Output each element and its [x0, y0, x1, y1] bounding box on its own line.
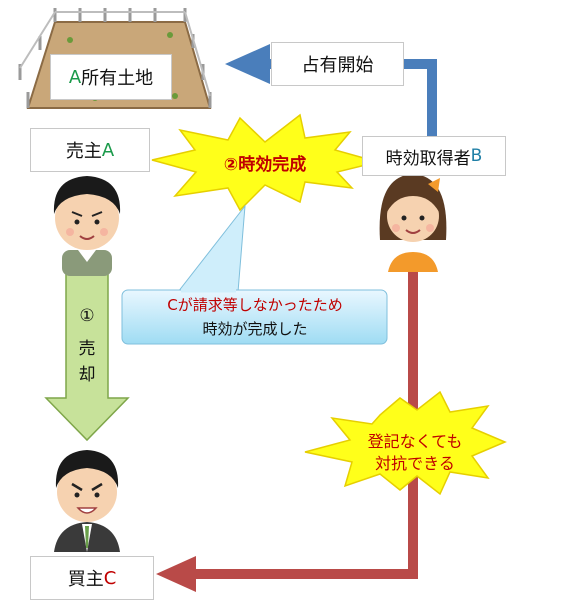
- sale-arrow: [44, 273, 130, 442]
- callout-line1: Cが請求等しなかったため: [167, 296, 343, 314]
- oppose-burst: [304, 390, 507, 496]
- seller-label-text: 売主: [65, 141, 102, 162]
- sale-number: ①: [79, 306, 95, 326]
- buyer-person-icon: [54, 450, 120, 552]
- prescription-burst: [151, 113, 381, 212]
- possession-label: 占有開始: [271, 42, 404, 86]
- prescription-text: ②時効完成: [223, 155, 307, 175]
- acquirer-label-text: 時効取得者: [385, 148, 471, 169]
- acquirer-person-icon: [379, 174, 447, 272]
- land-owner-letter: A: [68, 66, 82, 88]
- acquirer-letter: B: [470, 146, 483, 166]
- oppose-arrow: [156, 272, 418, 592]
- seller-letter: A: [101, 139, 115, 161]
- buyer-letter: C: [103, 567, 117, 589]
- oppose-line2: 対抗できる: [375, 454, 455, 473]
- sale-char-1: 売: [78, 339, 96, 359]
- buyer-label-text: 買主: [67, 569, 104, 590]
- callout-line2: 時効が完成した: [202, 320, 308, 338]
- oppose-line1: 登記なくても: [367, 432, 463, 451]
- seller-person-icon: [53, 176, 121, 276]
- callout-bubble: [121, 204, 388, 345]
- land-label-text: 所有土地: [81, 68, 154, 89]
- sale-char-2: 却: [78, 365, 96, 385]
